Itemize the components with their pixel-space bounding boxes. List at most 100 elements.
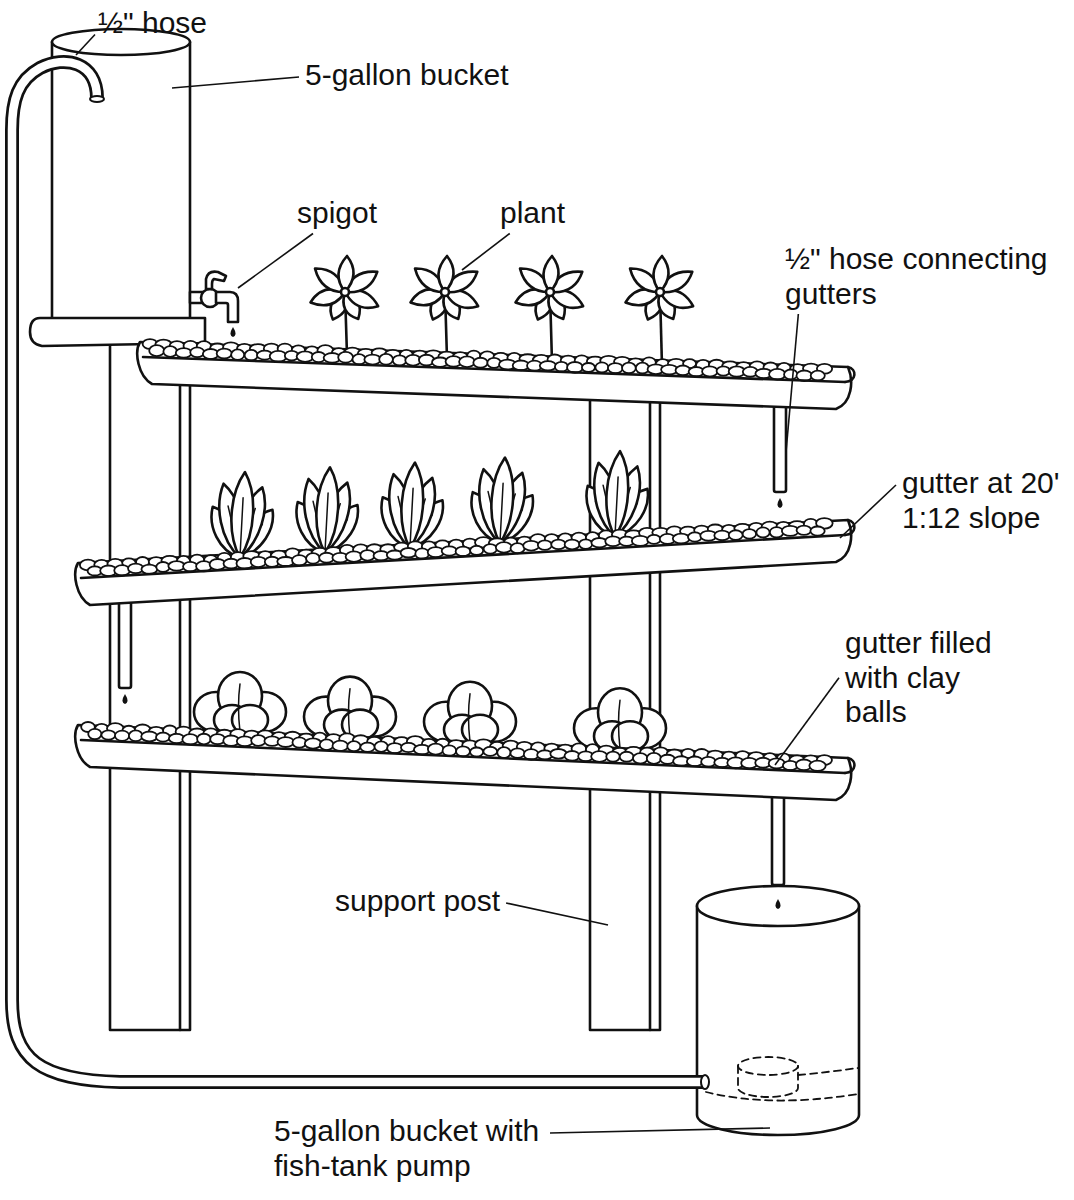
leaf-vein <box>239 684 241 732</box>
clay-ball <box>756 527 769 537</box>
water-drop <box>123 694 128 704</box>
clay-ball <box>647 535 661 544</box>
clay-ball <box>278 737 294 747</box>
clay-ball <box>497 747 510 758</box>
clay-ball <box>470 747 483 756</box>
plant-leaf <box>605 451 629 538</box>
clay-ball <box>810 527 824 536</box>
callout-label: spigot <box>297 196 377 231</box>
clay-ball <box>401 548 417 558</box>
clay-ball <box>231 349 244 360</box>
clay-ball <box>332 741 348 751</box>
clay-ball <box>101 730 115 739</box>
leader-line <box>238 234 313 289</box>
callout-label: gutter at 20' 1:12 slope <box>902 466 1064 535</box>
clay-ball <box>622 363 636 374</box>
clay-ball <box>714 531 730 541</box>
lower-bucket <box>697 886 859 1135</box>
clay-ball <box>551 540 565 550</box>
clay-ball <box>163 346 177 357</box>
clay-ball <box>565 540 580 550</box>
water-drop <box>778 498 783 508</box>
callout-label: ½" hose <box>98 6 207 41</box>
gutter-body <box>137 342 851 409</box>
spigot <box>190 272 238 322</box>
callout-label: 5-gallon bucket with fish-tank pump <box>274 1114 544 1183</box>
leader-line <box>172 77 299 88</box>
connecting-hose <box>772 795 784 885</box>
clay-ball <box>393 355 407 365</box>
leader-line <box>76 35 95 56</box>
gutter-lip <box>81 740 845 773</box>
gutter-lip <box>143 357 845 382</box>
water-level <box>706 1092 858 1101</box>
leader-line <box>462 234 510 271</box>
fish-tank-pump <box>706 1057 858 1101</box>
clay-ball <box>306 553 320 564</box>
clay-ball <box>582 363 595 372</box>
plant-leaf <box>230 472 254 559</box>
clay-ball <box>379 354 393 365</box>
leader-line <box>506 903 608 925</box>
clay-ball <box>523 541 539 551</box>
clay-ball <box>595 362 608 372</box>
plant-center <box>441 288 449 296</box>
water-drop <box>231 327 236 337</box>
connecting-hose <box>119 598 131 688</box>
clay-ball <box>360 743 375 752</box>
clay-ball <box>470 546 483 555</box>
clay-ball <box>456 547 471 557</box>
clay-ball <box>292 555 307 566</box>
plant <box>424 682 516 745</box>
leaf-vein <box>469 694 471 742</box>
clay-ball <box>620 752 634 762</box>
clay-ball <box>809 761 825 771</box>
clay-ball <box>633 753 648 763</box>
plant-leaf <box>400 462 424 549</box>
plant-leaf <box>490 457 514 544</box>
clay-ball <box>811 371 825 381</box>
clay-ball <box>197 734 211 745</box>
clay-ball <box>428 744 444 755</box>
plant <box>372 462 450 554</box>
clay-ball <box>591 751 607 762</box>
leaf-vein <box>240 498 243 554</box>
plant <box>623 256 696 366</box>
plant <box>194 672 286 735</box>
plant-petal <box>438 256 453 292</box>
leaf-vein <box>410 488 413 544</box>
plant <box>287 467 365 559</box>
callout-label: gutter filled with clay balls <box>845 626 996 730</box>
clay-ball <box>540 361 556 370</box>
water-drop <box>776 899 781 909</box>
clay-ball <box>769 369 785 380</box>
clay-ball <box>702 366 717 376</box>
pump-side <box>738 1066 798 1097</box>
leader-line <box>550 1128 770 1133</box>
plant-petal <box>543 256 558 292</box>
plant <box>408 256 481 359</box>
gutter-body <box>75 520 851 605</box>
spigot-spout <box>216 292 238 322</box>
plant <box>513 256 586 362</box>
clay-ball <box>483 747 497 756</box>
gutter <box>75 722 854 800</box>
plant <box>304 677 396 740</box>
clay-ball <box>579 539 592 548</box>
plant <box>308 256 381 355</box>
support-post <box>110 330 190 1030</box>
clay-ball <box>484 544 497 554</box>
plant-center <box>656 288 664 296</box>
post-edge <box>179 345 182 1030</box>
gutter-end <box>845 367 854 382</box>
clay-ball <box>375 741 388 751</box>
clay-ball <box>673 534 690 544</box>
callout-label: support post <box>335 884 500 919</box>
plant-leaf <box>315 467 339 554</box>
clay-ball <box>606 752 619 762</box>
clay-ball <box>496 542 512 552</box>
leaf-vein <box>619 700 621 748</box>
clay-ball <box>632 536 649 546</box>
